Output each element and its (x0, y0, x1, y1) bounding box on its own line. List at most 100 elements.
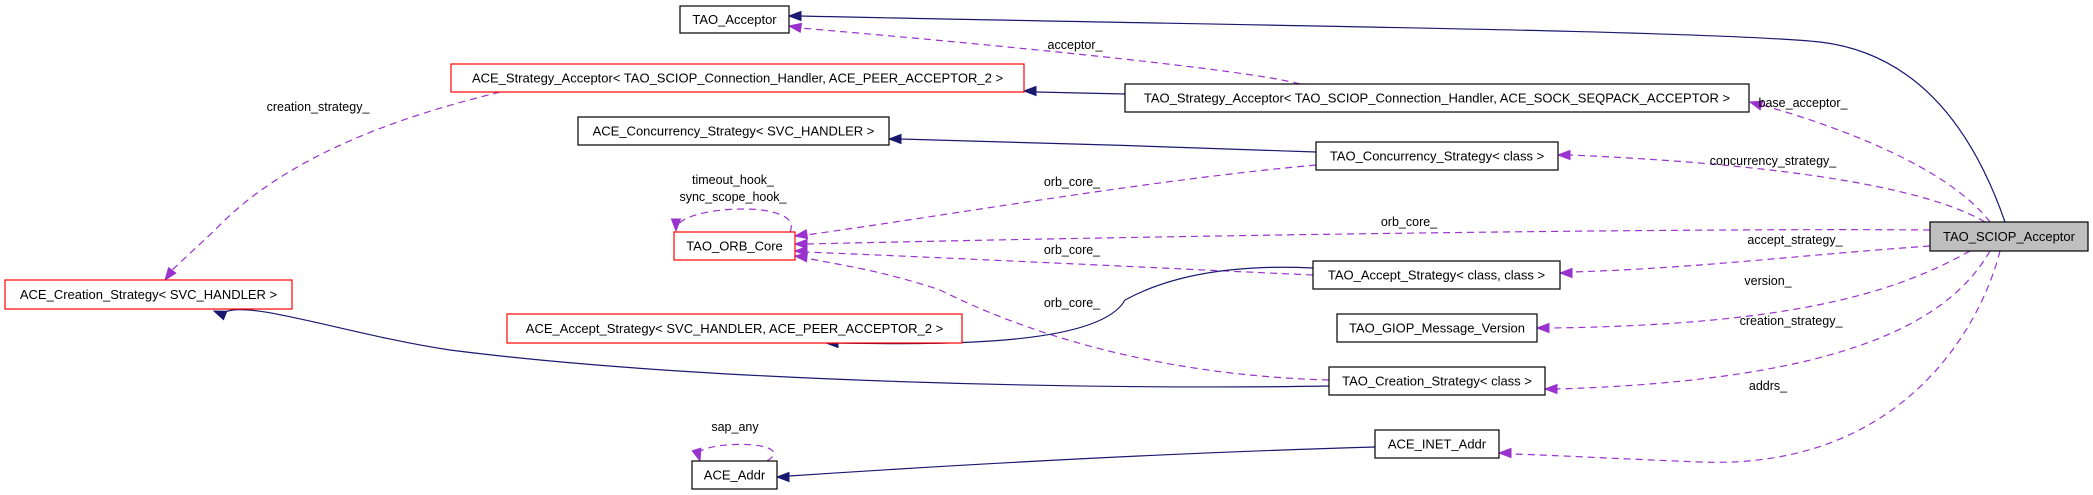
edge-label: concurrency_strategy_ (1710, 154, 1838, 168)
node-box[interactable] (577, 116, 890, 146)
edge-line (805, 257, 1330, 381)
inheritance-edge-tao-creation-strategy-to-ace-creation-strategy (212, 308, 1330, 388)
node-box[interactable] (691, 460, 778, 490)
class-node-tao-concurrency-strategy[interactable]: TAO_Concurrency_Strategy< class > (1315, 141, 1559, 171)
edge-label: acceptor_ (1048, 38, 1104, 52)
usage-edge-tao-sciop-acceptor-to-tao-strategy-acceptor (1748, 100, 1991, 223)
node-box[interactable] (1124, 83, 1750, 113)
class-node-tao-giop-message-version[interactable]: TAO_GIOP_Message_Version (1336, 313, 1538, 343)
edge-line (788, 446, 1376, 477)
class-node-ace-creation-strategy[interactable]: ACE_Creation_Strategy< SVC_HANDLER > (4, 279, 293, 310)
edge-line (696, 443, 775, 462)
usage-edge-tao-sciop-acceptor-to-tao-creation-strategy (1543, 250, 1991, 395)
node-box[interactable] (1374, 429, 1500, 459)
node-box[interactable] (450, 63, 1025, 93)
edge-line (805, 164, 1317, 236)
class-node-ace-inet-addr[interactable]: ACE_INET_Addr (1374, 429, 1500, 459)
class-node-tao-creation-strategy[interactable]: TAO_Creation_Strategy< class > (1328, 366, 1546, 396)
edge-line (1035, 91, 1126, 95)
edge-label: orb_core_ (1044, 175, 1101, 189)
edge-label: addrs_ (1749, 379, 1788, 393)
inheritance-edge-tao-concurrency-strategy-to-ace-concurrency-strategy (887, 133, 1317, 153)
edge-line (224, 308, 1330, 388)
arrowhead-icon (1535, 322, 1550, 334)
edge-label: version_ (1744, 274, 1792, 288)
node-box[interactable] (1336, 313, 1538, 343)
inheritance-edge-tao-strategy-acceptor-to-ace-strategy-acceptor (1022, 85, 1126, 97)
node-label: TAO_Creation_Strategy< class > (1342, 374, 1532, 389)
node-label: ACE_INET_Addr (1388, 437, 1487, 452)
usage-edge-tao-strategy-acceptor-to-tao-acceptor (787, 22, 1301, 85)
edge-label: sap_any (711, 420, 759, 434)
edge-label: orb_core_ (1381, 215, 1438, 229)
edge-line (1569, 154, 1986, 223)
edge-labels-layer: acceptor_creation_strategy_base_acceptor… (267, 38, 1849, 434)
class-node-ace-accept-strategy[interactable]: ACE_Accept_Strategy< SVC_HANDLER, ACE_PE… (506, 313, 963, 344)
usage-edge-tao-sciop-acceptor-to-tao-concurrency-strategy (1556, 149, 1986, 223)
arrowhead-icon (1558, 267, 1573, 279)
node-label: ACE_Creation_Strategy< SVC_HANDLER > (20, 287, 277, 302)
node-box[interactable] (1312, 260, 1561, 290)
edge-line (1556, 250, 1991, 390)
class-node-ace-concurrency-strategy[interactable]: ACE_Concurrency_Strategy< SVC_HANDLER > (577, 116, 890, 146)
node-box[interactable] (673, 231, 796, 261)
node-label: TAO_GIOP_Message_Version (1349, 321, 1525, 336)
arrowhead-icon (793, 228, 809, 240)
node-box[interactable] (1929, 221, 2089, 252)
class-node-tao-acceptor[interactable]: TAO_Acceptor (679, 5, 790, 34)
edge-line (169, 91, 501, 273)
usage-edge-tao-sciop-acceptor-to-ace-inet-addr (1497, 250, 2001, 463)
node-label: ACE_Concurrency_Strategy< SVC_HANDLER > (593, 124, 875, 139)
edge-label: orb_core_ (1044, 296, 1101, 310)
usage-edge-tao-sciop-acceptor-to-tao-orb-core (793, 229, 1931, 250)
class-node-tao-sciop-acceptor[interactable]: TAO_SCIOP_Acceptor (1929, 221, 2089, 252)
arrowhead-icon (887, 133, 902, 145)
arrowhead-icon (212, 310, 228, 321)
edge-label: sync_scope_hook_ (679, 190, 787, 204)
node-box[interactable] (4, 279, 293, 310)
usage-edge-ace-strategy-acceptor-to-ace-creation-strategy (164, 91, 501, 282)
usage-edge-ace-addr-to-ace-addr (691, 443, 775, 463)
node-label: TAO_Accept_Strategy< class, class > (1328, 268, 1545, 283)
arrowhead-icon (793, 252, 808, 263)
edge-label: orb_core_ (1044, 243, 1101, 257)
nodes-layer: TAO_SCIOP_Acceptor TAO_AcceptorACE_Strate… (4, 5, 2089, 490)
edge-label: accept_strategy_ (1747, 233, 1843, 247)
node-box[interactable] (1315, 141, 1559, 171)
class-node-tao-strategy-acceptor[interactable]: TAO_Strategy_Acceptor< TAO_SCIOP_Connect… (1124, 83, 1750, 113)
edge-line (677, 208, 792, 233)
edge-line (1548, 250, 1971, 329)
arrowhead-icon (1748, 100, 1764, 111)
edges-layer (164, 10, 2006, 483)
class-node-tao-orb-core[interactable]: TAO_ORB_Core (673, 231, 796, 261)
node-label: ACE_Addr (704, 468, 766, 483)
arrowhead-icon (164, 266, 177, 282)
edge-label: timeout_hook_ (692, 173, 775, 187)
arrowhead-icon (670, 218, 682, 233)
node-label: ACE_Accept_Strategy< SVC_HANDLER, ACE_PE… (526, 321, 943, 336)
class-node-ace-strategy-acceptor[interactable]: ACE_Strategy_Acceptor< TAO_SCIOP_Connect… (450, 63, 1025, 93)
arrowhead-icon (1497, 447, 1512, 459)
arrowhead-icon (787, 22, 803, 34)
usage-edge-tao-sciop-acceptor-to-tao-accept-strategy (1558, 245, 1931, 279)
edge-label: creation_strategy_ (267, 100, 371, 114)
class-node-tao-accept-strategy[interactable]: TAO_Accept_Strategy< class, class > (1312, 260, 1561, 290)
edge-line (899, 138, 1317, 153)
edge-line (1761, 104, 1991, 223)
node-box[interactable] (1328, 366, 1546, 396)
edge-label: creation_strategy_ (1740, 314, 1844, 328)
arrowhead-icon (775, 471, 790, 483)
arrowhead-icon (1022, 85, 1037, 97)
node-box[interactable] (679, 5, 790, 34)
usage-edge-tao-sciop-acceptor-to-tao-giop-message-version (1535, 250, 1971, 334)
arrowhead-icon (691, 447, 702, 463)
edge-line (1510, 250, 2001, 463)
node-box[interactable] (506, 313, 963, 344)
edge-line (799, 27, 1301, 85)
node-label: TAO_Concurrency_Strategy< class > (1330, 149, 1544, 164)
node-label: TAO_ORB_Core (686, 239, 783, 254)
edge-line (799, 15, 2006, 223)
class-node-ace-addr[interactable]: ACE_Addr (691, 460, 778, 490)
usage-edge-tao-orb-core-to-tao-orb-core (670, 208, 792, 233)
